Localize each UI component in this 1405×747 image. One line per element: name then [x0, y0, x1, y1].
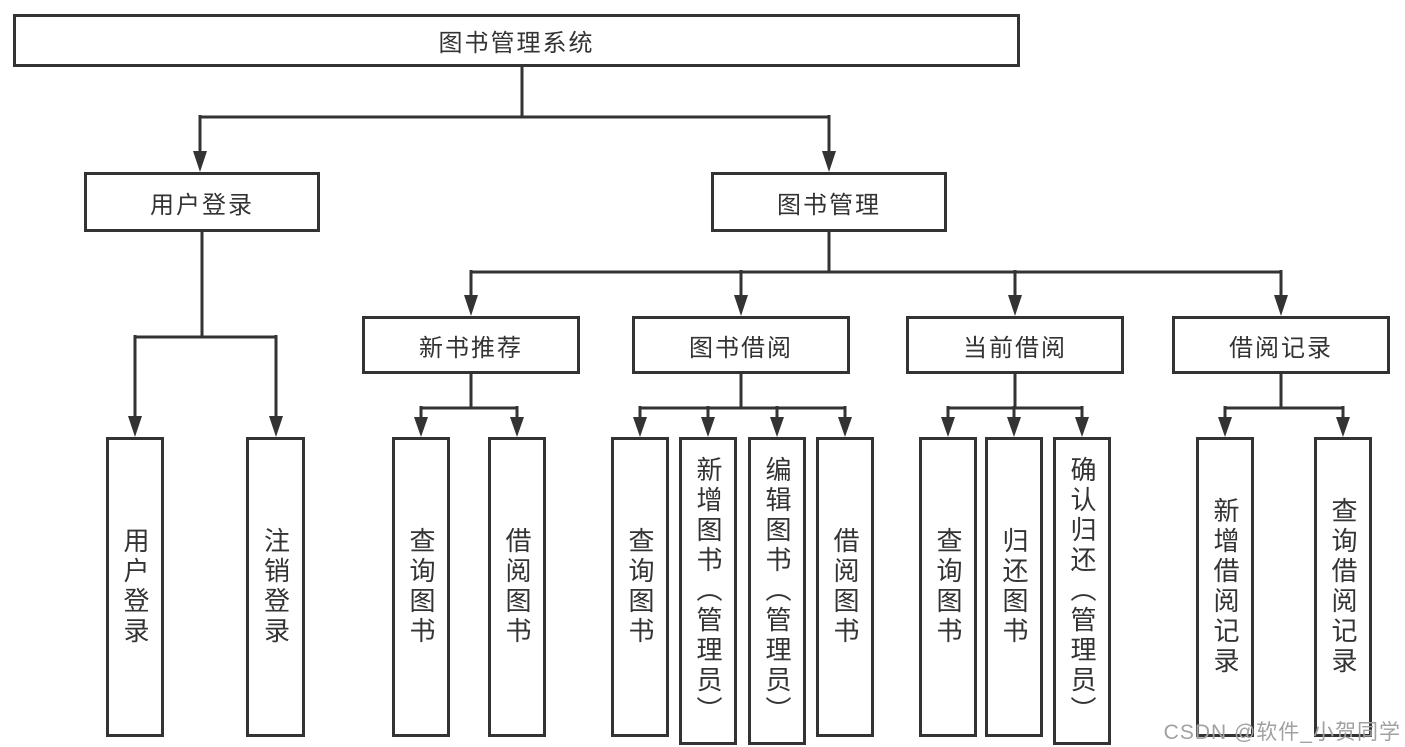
node-current-borrow-label: 当前借阅: [963, 334, 1067, 362]
node-leaf-return-book: 归还图书: [985, 437, 1043, 737]
node-book-management-label: 图书管理: [777, 191, 881, 219]
csdn-watermark: CSDN @软件_小贺同学: [1163, 721, 1401, 744]
node-leaf-logout-label: 注销登录: [260, 527, 291, 647]
node-leaf-user-login: 用户登录: [106, 437, 164, 737]
node-leaf-query-book-2-label: 查询图书: [625, 527, 655, 647]
node-leaf-borrow-book-1-label: 借阅图书: [502, 527, 532, 647]
node-leaf-borrow-book-2: 借阅图书: [816, 437, 874, 737]
node-leaf-query-borrow-record-label: 查询借阅记录: [1328, 497, 1358, 677]
node-borrow-records-label: 借阅记录: [1229, 334, 1333, 362]
node-leaf-borrow-book-1: 借阅图书: [488, 437, 546, 737]
node-user-login: 用户登录: [84, 172, 320, 232]
node-leaf-borrow-book-2-label: 借阅图书: [830, 527, 860, 647]
node-leaf-edit-book-admin: 编辑图书（管理员）: [748, 437, 806, 745]
node-new-book-recommend: 新书推荐: [362, 316, 580, 374]
node-leaf-query-book-3-label: 查询图书: [933, 527, 963, 647]
node-book-management: 图书管理: [711, 172, 947, 232]
node-book-borrow: 图书借阅: [632, 316, 850, 374]
node-root: 图书管理系统: [13, 14, 1020, 67]
node-book-borrow-label: 图书借阅: [689, 334, 793, 362]
node-leaf-edit-book-admin-label: 编辑图书（管理员）: [762, 456, 792, 726]
node-leaf-query-book-1: 查询图书: [392, 437, 450, 737]
node-borrow-records: 借阅记录: [1172, 316, 1390, 374]
node-leaf-return-book-label: 归还图书: [999, 527, 1029, 647]
arrowhead-icons: [128, 151, 1350, 437]
node-leaf-query-book-1-label: 查询图书: [406, 527, 436, 647]
node-leaf-logout: 注销登录: [246, 437, 305, 737]
node-leaf-query-book-3: 查询图书: [919, 437, 977, 737]
node-current-borrow: 当前借阅: [906, 316, 1124, 374]
node-leaf-confirm-return-admin-label: 确认归还（管理员）: [1067, 456, 1097, 726]
node-leaf-confirm-return-admin: 确认归还（管理员）: [1053, 437, 1111, 745]
node-leaf-user-login-label: 用户登录: [120, 527, 150, 647]
node-leaf-add-borrow-record-label: 新增借阅记录: [1210, 497, 1240, 677]
node-user-login-label: 用户登录: [150, 191, 254, 219]
node-leaf-add-borrow-record: 新增借阅记录: [1196, 437, 1254, 737]
node-leaf-add-book-admin: 新增图书（管理员）: [679, 437, 737, 745]
node-leaf-query-borrow-record: 查询借阅记录: [1314, 437, 1372, 737]
node-root-label: 图书管理系统: [438, 30, 595, 57]
node-leaf-add-book-admin-label: 新增图书（管理员）: [693, 456, 723, 726]
node-leaf-query-book-2: 查询图书: [611, 437, 669, 737]
node-new-book-recommend-label: 新书推荐: [419, 334, 523, 362]
